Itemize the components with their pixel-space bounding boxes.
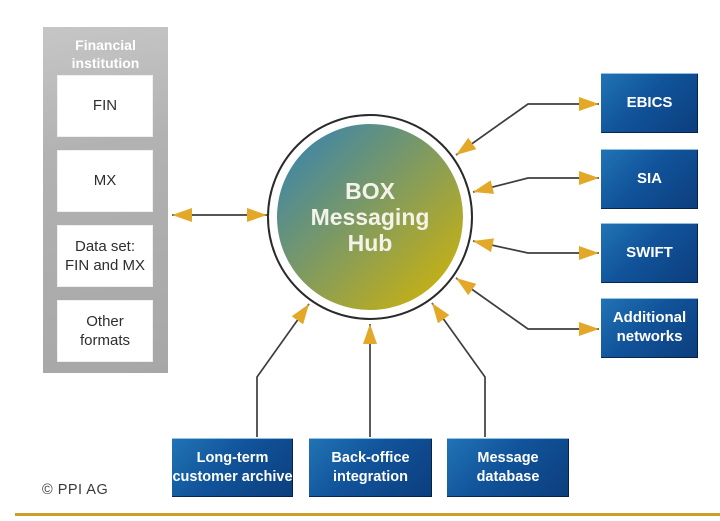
hub-label: BOX Messaging Hub (310, 178, 430, 256)
format-node-other: Other formats (57, 300, 153, 362)
connector-sia (472, 171, 599, 194)
connector-swift (472, 238, 599, 260)
system-node-msgdb: Message database (447, 438, 569, 497)
financial-institution-panel: Financial institution FIN MX Data set: F… (43, 27, 168, 373)
system-node-backoffice: Back-office integration (309, 438, 432, 497)
connector-msgdb (431, 302, 486, 437)
format-node-dataset: Data set: FIN and MX (57, 225, 153, 287)
format-node-mx: MX (57, 150, 153, 212)
hub-circle-gradient: BOX Messaging Hub (277, 124, 463, 310)
financial-institution-title: Financial institution (71, 37, 140, 72)
copyright-text: © PPI AG (42, 482, 109, 498)
hub-circle: BOX Messaging Hub (267, 114, 473, 320)
format-node-fin: FIN (57, 75, 153, 137)
system-node-archive: Long-term customer archive (172, 438, 293, 497)
network-node-swift: SWIFT (601, 223, 698, 283)
connector-ebics (455, 97, 599, 156)
network-node-ebics: EBICS (601, 73, 698, 133)
connector-archive (256, 303, 310, 437)
network-node-additional: Additional networks (601, 298, 698, 358)
connector-additional-networks (455, 277, 599, 336)
network-node-sia: SIA (601, 149, 698, 209)
gold-divider-rule (15, 513, 720, 516)
